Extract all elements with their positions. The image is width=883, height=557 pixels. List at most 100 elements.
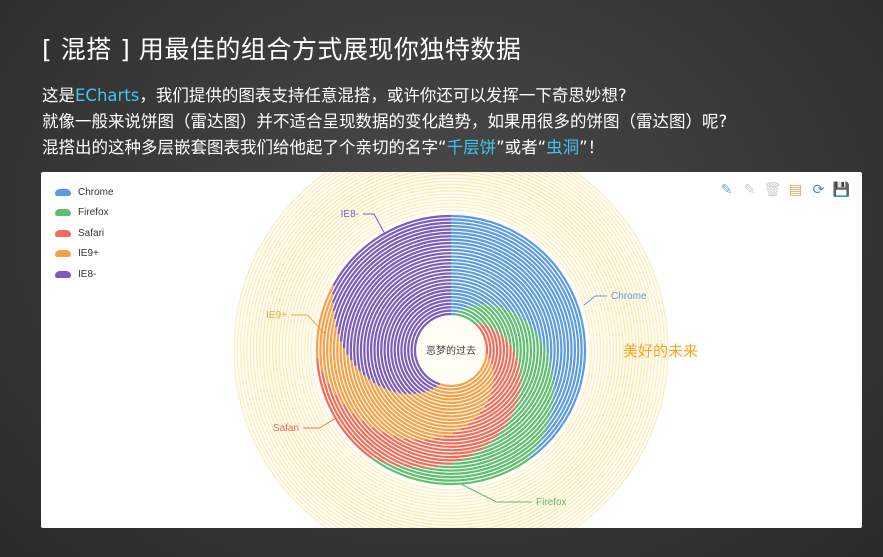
future-ring <box>300 199 602 501</box>
ring-slice-firefox <box>450 398 555 465</box>
ring-slice-ie9 <box>332 326 354 414</box>
ring-slice-safari <box>413 433 500 448</box>
future-ring <box>255 172 647 528</box>
restore-icon[interactable]: ⟳ <box>812 181 825 198</box>
ring-slice-firefox <box>472 304 498 332</box>
ring-slice-chrome <box>450 282 503 308</box>
future-ring <box>262 172 640 528</box>
ring-slice-ie8 <box>390 289 452 395</box>
legend-item-safari[interactable]: Safari <box>55 223 114 244</box>
ring-slice-chrome <box>450 275 515 313</box>
future-ring <box>246 172 656 528</box>
ring-slice-ie8 <box>400 299 452 393</box>
ring-slice-firefox <box>461 389 556 461</box>
ring-slice-ie8 <box>331 221 452 304</box>
ring-slice-ie8 <box>337 235 452 335</box>
legend-item-ie9[interactable]: IE9+ <box>55 244 114 265</box>
clear-mark-icon[interactable]: 🗑 <box>763 181 782 198</box>
future-ring <box>287 186 615 514</box>
ring-slice-chrome <box>450 265 532 327</box>
ring-slice-ie9 <box>415 387 494 408</box>
ring-slice-firefox <box>514 331 539 410</box>
ring-slice-safari <box>443 407 516 438</box>
ring-slice-ie8 <box>359 258 452 376</box>
ring-slice-firefox <box>385 448 537 482</box>
ring-slice-safari <box>490 344 512 396</box>
legend-label: IE8- <box>78 268 97 280</box>
ring-slice-chrome <box>450 228 573 420</box>
future-ring <box>236 172 666 528</box>
ring-slice-ie8 <box>335 231 452 328</box>
ring-slice-firefox <box>518 315 529 383</box>
future-ring <box>297 196 605 504</box>
text: ”或者“ <box>496 138 547 157</box>
future-ring <box>239 172 663 528</box>
ring-slice-ie9 <box>339 341 374 429</box>
intro-line-3: 混搭出的这种多层嵌套图表我们给他起了个亲切的名字“千层饼”或者“虫洞”！ <box>42 134 604 158</box>
data-view-icon[interactable]: ▤ <box>788 181 803 198</box>
future-ring <box>233 172 669 528</box>
future-ring <box>291 190 611 510</box>
legend-item-ie8[interactable]: IE8- <box>55 264 114 285</box>
legend-swatch-icon <box>55 270 71 278</box>
ring-slice-ie8 <box>353 252 452 367</box>
ring-slice-safari <box>483 357 519 409</box>
ring-slice-ie9 <box>319 293 334 372</box>
ring-slice-ie9 <box>439 354 488 388</box>
ring-slice-ie8 <box>332 225 452 312</box>
ring-slice-chrome <box>450 289 491 306</box>
intro-line-2: 就像一般来说饼图（雷达图）并不适合呈现数据的变化趋势，如果用很多的饼图（雷达图）… <box>42 112 728 131</box>
mark-pencil-icon[interactable]: ✎ <box>720 181 733 198</box>
ring-slice-safari <box>361 420 451 465</box>
future-ring <box>281 180 621 520</box>
ring-slice-ie8 <box>332 214 452 286</box>
ring-slice-chrome <box>450 218 583 450</box>
ring-slice-chrome <box>450 306 464 311</box>
ring-slice-ie8 <box>369 268 452 387</box>
ring-slice-ie8 <box>363 262 452 380</box>
ring-slice-firefox <box>455 313 477 325</box>
legend-swatch-icon <box>55 209 71 217</box>
ring-slice-chrome <box>450 245 556 371</box>
save-image-icon[interactable]: 💾 <box>832 181 851 198</box>
ring-slice-ie8 <box>356 255 452 372</box>
ring-slice-chrome <box>450 248 553 363</box>
ring-slice-firefox <box>482 370 554 450</box>
ring-slice-firefox <box>472 379 555 456</box>
ring-slice-firefox <box>518 320 533 392</box>
ring-slice-chrome <box>450 214 587 460</box>
echarts-link[interactable]: ECharts <box>75 86 140 105</box>
ring-slice-ie9 <box>410 393 492 411</box>
outer-label: 美好的未来 <box>623 342 698 360</box>
ring-slice-firefox <box>516 325 536 401</box>
ring-slice-chrome <box>450 268 527 322</box>
ring-slice-ie9 <box>322 302 334 384</box>
label-line <box>363 213 386 235</box>
legend-item-firefox[interactable]: Firefox <box>55 203 114 224</box>
ring-slice-chrome <box>450 252 549 354</box>
undo-mark-icon[interactable]: ✎ <box>743 181 756 198</box>
legend-label: Firefox <box>78 207 109 219</box>
ring-slice-ie9 <box>358 370 425 441</box>
label-line <box>291 314 325 334</box>
text: 这是 <box>42 86 75 105</box>
text: 混搭出的这种多层嵌套图表我们给他起了个亲切的名字“ <box>42 138 447 157</box>
ring-slice-chrome <box>450 231 570 410</box>
ring-slice-chrome <box>450 262 537 333</box>
center-label: 恶梦的过去 <box>426 344 476 357</box>
ring-slice-ie8 <box>410 309 452 388</box>
ring-slice-ie9 <box>354 365 415 441</box>
ring-slice-ie9 <box>383 388 469 428</box>
ring-slice-safari <box>491 339 509 389</box>
ring-slice-firefox <box>488 303 512 345</box>
legend-item-chrome[interactable]: Chrome <box>55 182 114 203</box>
ring-slice-ie8 <box>407 306 452 390</box>
ring-slice-ie9 <box>378 385 461 431</box>
ring-slice-ie9 <box>424 374 495 401</box>
ring-slice-firefox <box>490 361 552 443</box>
ring-slice-firefox <box>438 408 553 469</box>
highlight-name-1: 千层饼 <box>446 138 497 157</box>
slice-label: IE9+ <box>266 310 287 321</box>
future-ring <box>265 172 637 528</box>
